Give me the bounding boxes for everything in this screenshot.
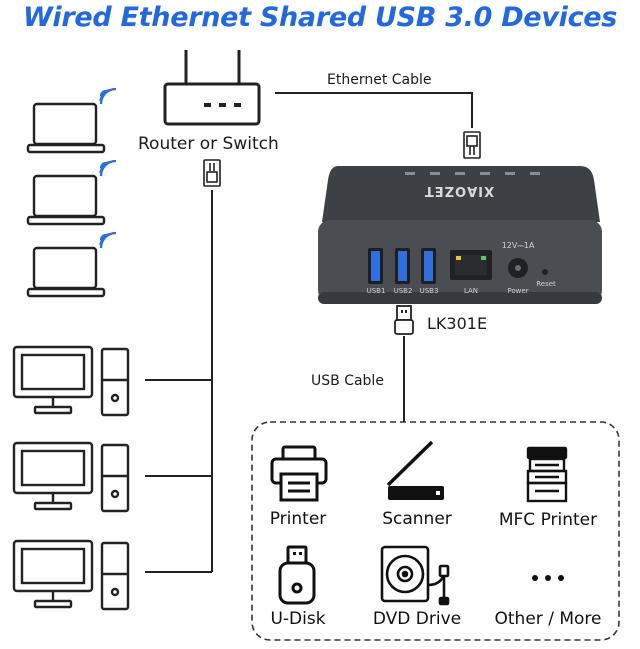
reset-button-icon <box>542 269 548 275</box>
desktop-pc-icon <box>12 441 130 513</box>
rj45-plug-router-icon <box>203 159 221 187</box>
hub-port-lan: LAN <box>463 287 479 295</box>
usb-server-hub <box>318 166 602 304</box>
wifi-icon <box>99 231 117 249</box>
printer-icon <box>270 445 328 502</box>
connection-lines <box>145 92 473 573</box>
hub-port-usb3: USB3 <box>419 287 439 295</box>
power-jack-icon <box>508 258 528 278</box>
usb-plug-icon <box>394 305 414 335</box>
desktop-pc-icon <box>12 539 130 611</box>
usb-port-icon <box>368 248 383 284</box>
scanner-icon <box>386 440 444 500</box>
device-label-mfc-printer: MFC Printer <box>498 510 598 530</box>
more-dots-icon <box>532 575 564 581</box>
device-label-scanner: Scanner <box>382 509 452 529</box>
usb-port-icon <box>421 248 436 284</box>
ethernet-cable-label: Ethernet Cable <box>327 72 432 88</box>
laptop-icon <box>26 174 106 226</box>
hub-port-reset: Reset <box>536 280 556 288</box>
shared-devices-box <box>251 421 620 641</box>
hub-brand: XIAOZET <box>423 183 495 198</box>
device-label-other: Other / More <box>494 609 602 629</box>
desktop-pc-icon <box>12 345 130 417</box>
wifi-icon <box>99 87 117 105</box>
ethernet-cable-line <box>275 92 473 128</box>
device-label-dvd-drive: DVD Drive <box>372 609 462 629</box>
hub-port-usb2: USB2 <box>393 287 413 295</box>
hub-port-power: Power <box>507 287 529 295</box>
device-label-printer: Printer <box>269 509 327 529</box>
model-label: LK301E <box>427 314 488 333</box>
dvd-drive-icon <box>380 545 450 606</box>
device-label-u-disk: U-Disk <box>270 609 326 629</box>
laptop-icon <box>26 246 106 298</box>
usb-flash-drive-icon <box>278 545 316 605</box>
laptop-icon <box>26 102 106 154</box>
mfc-printer-icon <box>526 446 568 503</box>
usb-cable-label: USB Cable <box>311 373 384 389</box>
hub-port-usb1: USB1 <box>366 287 386 295</box>
usb-port-icon <box>395 248 410 284</box>
wifi-icon <box>99 159 117 177</box>
page-title: Wired Ethernet Shared USB 3.0 Devices <box>22 2 618 33</box>
router-label: Router or Switch <box>138 134 279 154</box>
router-icon <box>163 50 261 126</box>
hub-power-rating: 12V⎓1A <box>501 241 535 250</box>
lan-port-icon <box>450 250 492 280</box>
rj45-plug-icon <box>463 131 481 159</box>
